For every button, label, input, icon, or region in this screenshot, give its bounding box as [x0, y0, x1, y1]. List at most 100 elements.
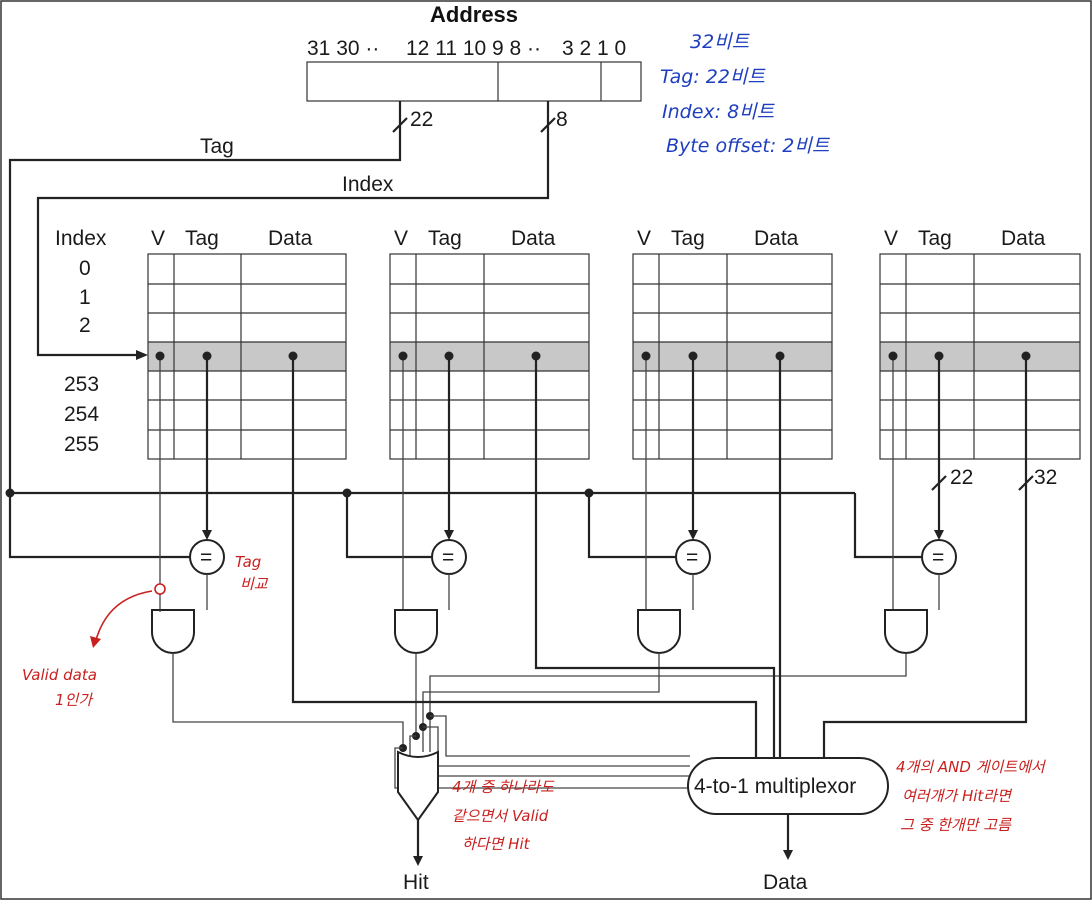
index-row-253: 253 [64, 373, 99, 396]
way1-tag-dot [444, 351, 454, 361]
way2-tag-arrowhead [688, 530, 698, 540]
way1-data-wire [534, 356, 776, 758]
way2-selected-row [633, 342, 832, 371]
way0-selected-row [148, 342, 346, 371]
index-row-1: 1 [79, 286, 91, 309]
way1-v-dot [398, 351, 408, 361]
way3-header-v: V [884, 227, 898, 250]
data-out-slash [1018, 475, 1034, 491]
note-or-2: 같으면서 Valid [452, 807, 549, 825]
way0-v-dot [155, 351, 165, 361]
way3-selected-row [880, 342, 1080, 371]
note-tag-compare-2: 비교 [240, 575, 269, 593]
valid-check-marker [154, 583, 166, 595]
way0-header-tag: Tag [185, 227, 219, 250]
way3-tag-arrowhead [934, 530, 944, 540]
way1-table [389, 253, 590, 460]
way2-v-dot [641, 351, 651, 361]
index-arrowhead [136, 350, 148, 360]
way0-comparator-symbol: = [200, 546, 212, 569]
way2-tag-dot [688, 351, 698, 361]
index-row-2: 2 [79, 314, 91, 337]
index-row-0: 0 [79, 257, 91, 280]
index-signal-label: Index [342, 173, 394, 196]
note-or-1: 4개 중 하나라도 [452, 778, 555, 796]
way1-header-v: V [394, 227, 408, 250]
tag-out-slash [931, 475, 947, 491]
way1-compare-tag-wire [345, 493, 432, 559]
index-row-254: 254 [64, 403, 99, 426]
way3-comparator-symbol: = [932, 546, 944, 569]
data-out-label: Data [763, 871, 808, 894]
way3-v-dot [888, 351, 898, 361]
data-out-arrowhead [783, 850, 793, 860]
index-width-label: 8 [556, 108, 568, 131]
way0-data-wire [291, 356, 758, 758]
index-wire-slash [540, 117, 556, 133]
way2-and-gate [637, 609, 681, 654]
way2-header-data: Data [754, 227, 799, 250]
note-or-3: 하다면 Hit [462, 835, 531, 853]
note-offset-bits: Byte offset: 2비트 [666, 135, 831, 157]
tag-bus-junction [5, 488, 15, 498]
way3-header-tag: Tag [918, 227, 952, 250]
mux-select-0 [394, 747, 690, 789]
way0-table [147, 253, 347, 460]
note-tag-bits: Tag: 22비트 [660, 66, 766, 88]
index-wire [36, 101, 550, 357]
way2-header-tag: Tag [671, 227, 705, 250]
index-column-header: Index [55, 227, 107, 250]
tag-signal-label: Tag [200, 135, 234, 158]
way2-compare-tag-wire [587, 493, 676, 559]
mux-select-3 [430, 715, 690, 757]
way3-and-gate [884, 609, 928, 654]
way1-and-gate [394, 609, 438, 654]
way3-compare-tag-wire [853, 493, 922, 559]
way3-table [879, 253, 1081, 460]
data-out-width: 32 [1034, 466, 1057, 489]
note-tag-compare-1: Tag [235, 553, 261, 571]
way0-and-gate [151, 609, 195, 654]
note-mux-2: 여러개가 Hit라면 [902, 787, 1013, 805]
address-title: Address [430, 2, 518, 27]
address-register [306, 61, 642, 102]
way3-header-data: Data [1001, 227, 1046, 250]
address-bits-low: 3 2 1 0 [562, 37, 626, 60]
mux-select-2 [423, 726, 690, 767]
way3-data-wire [822, 356, 1028, 758]
way0-tag-arrowhead [202, 530, 212, 540]
way0-tag-dot [202, 351, 212, 361]
note-mux-1: 4개의 AND 게이트에서 [896, 758, 1047, 776]
valid-check-arrowhead [90, 636, 101, 648]
way1-tag-arrowhead [444, 530, 454, 540]
way2-header-v: V [637, 227, 651, 250]
note-index-bits: Index: 8비트 [662, 101, 776, 123]
address-bits-mid: 12 11 10 9 8 ·· [406, 37, 541, 60]
multiplexor-label: 4-to-1 multiplexor [694, 775, 856, 798]
way2-table [632, 253, 833, 460]
tag-out-width: 22 [950, 466, 973, 489]
tag-wire [8, 101, 402, 559]
way2-comparator-symbol: = [686, 546, 698, 569]
valid-check-arrow [95, 590, 153, 641]
way3-tag-dot [934, 351, 944, 361]
note-bits-total: 32비트 [690, 31, 751, 53]
way1-comparator-symbol: = [442, 546, 454, 569]
way1-header-data: Data [511, 227, 556, 250]
index-row-255: 255 [64, 433, 99, 456]
way2-and-out [422, 653, 660, 752]
way1-header-tag: Tag [428, 227, 462, 250]
address-bits-high: 31 30 ·· [307, 37, 379, 60]
hit-or-gate [397, 750, 439, 822]
way1-selected-row [390, 342, 589, 371]
tag-width-label: 22 [410, 108, 433, 131]
note-mux-3: 그 중 한개만 고름 [900, 816, 1012, 834]
note-valid-1: Valid data [22, 666, 97, 684]
hit-arrowhead [413, 856, 423, 866]
way0-header-data: Data [268, 227, 313, 250]
way0-header-v: V [151, 227, 165, 250]
note-valid-2: 1인가 [55, 691, 94, 709]
